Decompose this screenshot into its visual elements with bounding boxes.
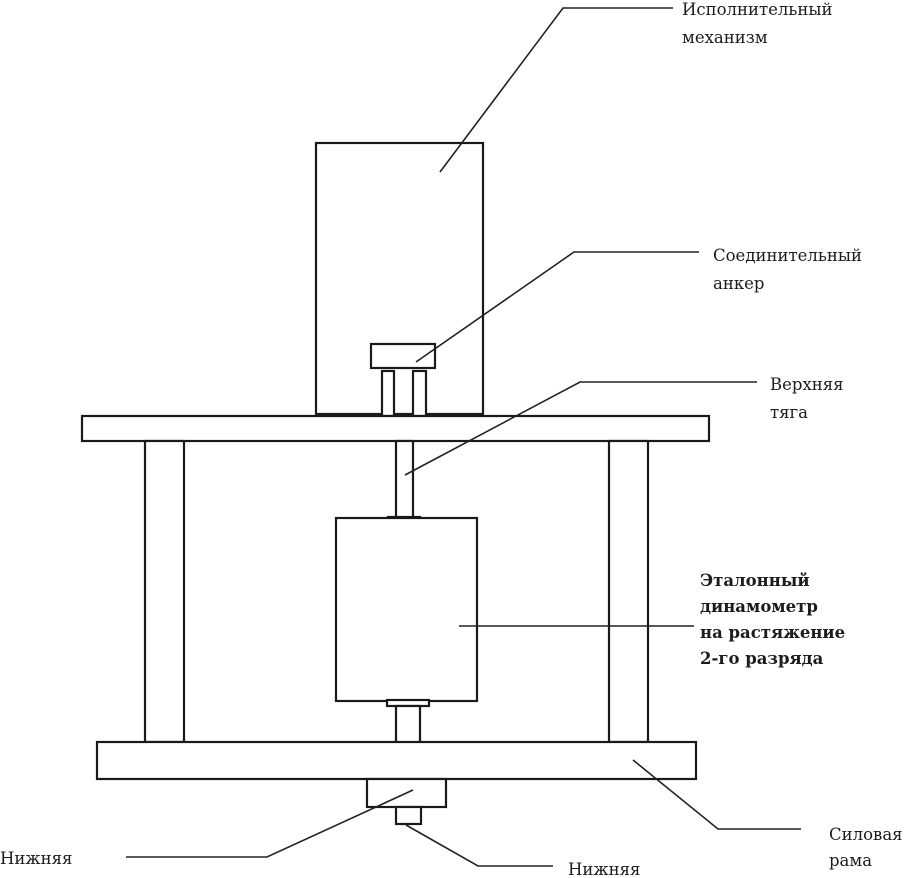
lower-rod-tip <box>394 805 423 826</box>
top-plate <box>80 414 711 443</box>
label-actuator-line-2: механизм <box>682 28 768 47</box>
label-frame-line-1: Силовая <box>829 825 903 844</box>
upper-rod <box>394 439 415 521</box>
label-lower-rod-line-1: Нижняя <box>568 860 640 878</box>
label-actuator-line-1: Исполнительный <box>682 0 833 19</box>
label-frame-line-2: рама <box>829 851 872 870</box>
label-dynamometer: Эталонный динамометр на растяжение 2-го … <box>700 571 845 668</box>
right-column <box>607 439 650 744</box>
leader-lower-rod <box>405 824 553 867</box>
leader-upper-rod <box>404 381 757 476</box>
leader-lower-left <box>126 789 414 858</box>
anchor-leg-left <box>380 369 396 418</box>
label-frame: Силовая рама <box>829 825 903 870</box>
label-actuator: Исполнительный механизм <box>682 0 833 47</box>
leader-frame <box>632 759 801 830</box>
bottom-plate <box>95 740 698 781</box>
label-dynamometer-line-3: на растяжение <box>700 623 845 642</box>
label-dynamometer-line-1: Эталонный <box>700 571 810 590</box>
label-lower-left-line-1: Нижняя <box>0 849 72 868</box>
label-anchor: Соединительный анкер <box>713 246 862 293</box>
anchor-leg-right <box>411 369 428 418</box>
left-column <box>143 439 186 744</box>
label-dynamometer-line-2: динамометр <box>700 597 818 616</box>
actuator-body <box>314 141 485 416</box>
label-upper-rod: Верхняя тяга <box>770 375 844 422</box>
label-lower-rod: Нижняя <box>568 860 640 878</box>
label-upper-rod-line-1: Верхняя <box>770 375 844 394</box>
label-anchor-line-2: анкер <box>713 274 764 293</box>
leader-anchor <box>415 251 699 363</box>
leader-actuator <box>439 7 673 173</box>
label-anchor-line-1: Соединительный <box>713 246 862 265</box>
label-lower-left: Нижняя <box>0 849 72 868</box>
dynamometer-body <box>334 516 479 703</box>
lower-rod <box>394 704 422 745</box>
label-dynamometer-line-4: 2-го разряда <box>700 649 824 668</box>
label-upper-rod-line-2: тяга <box>770 403 808 422</box>
